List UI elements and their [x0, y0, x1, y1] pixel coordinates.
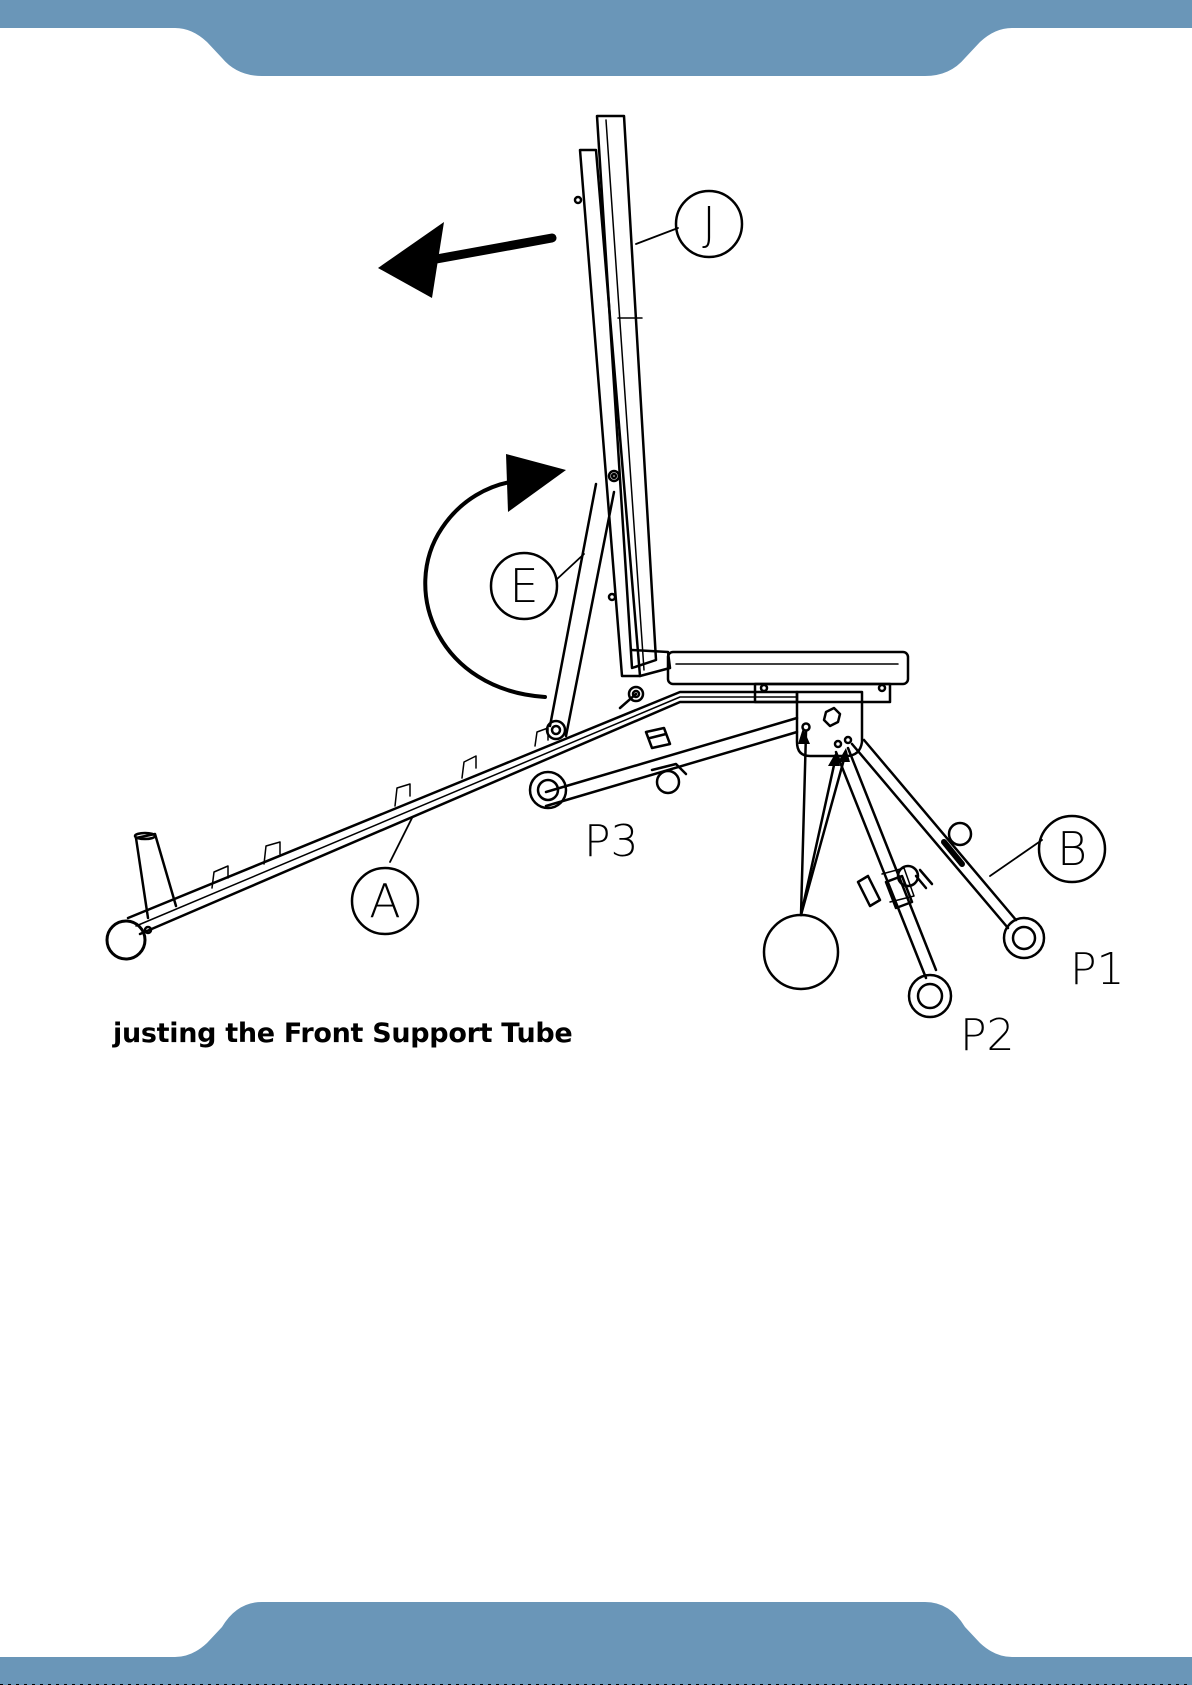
leg-p2 [836, 748, 951, 1017]
footer-band [0, 1602, 1192, 1685]
figure-caption: justing the Front Support Tube [113, 1018, 572, 1049]
leg-b [852, 740, 1044, 958]
bench-drawing [107, 116, 1105, 1017]
leader-lines [390, 228, 1042, 876]
pin-hole-callout [764, 732, 846, 989]
label-b: B [1057, 822, 1087, 876]
header-band [0, 0, 1192, 76]
plate-holder-post [135, 833, 176, 918]
label-e: E [509, 559, 538, 613]
rotation-arrow [425, 454, 566, 697]
label-a: A [369, 874, 400, 928]
seat-pad [668, 652, 908, 702]
straight-arrow [378, 222, 552, 298]
rear-wheel [107, 921, 151, 959]
frame-tube-a [128, 692, 797, 934]
label-p1: P1 [1070, 944, 1125, 995]
label-p3: P3 [584, 816, 639, 867]
label-j: J [702, 197, 716, 251]
pull-pin-p3 [530, 718, 797, 808]
label-p2: P2 [960, 1010, 1015, 1061]
